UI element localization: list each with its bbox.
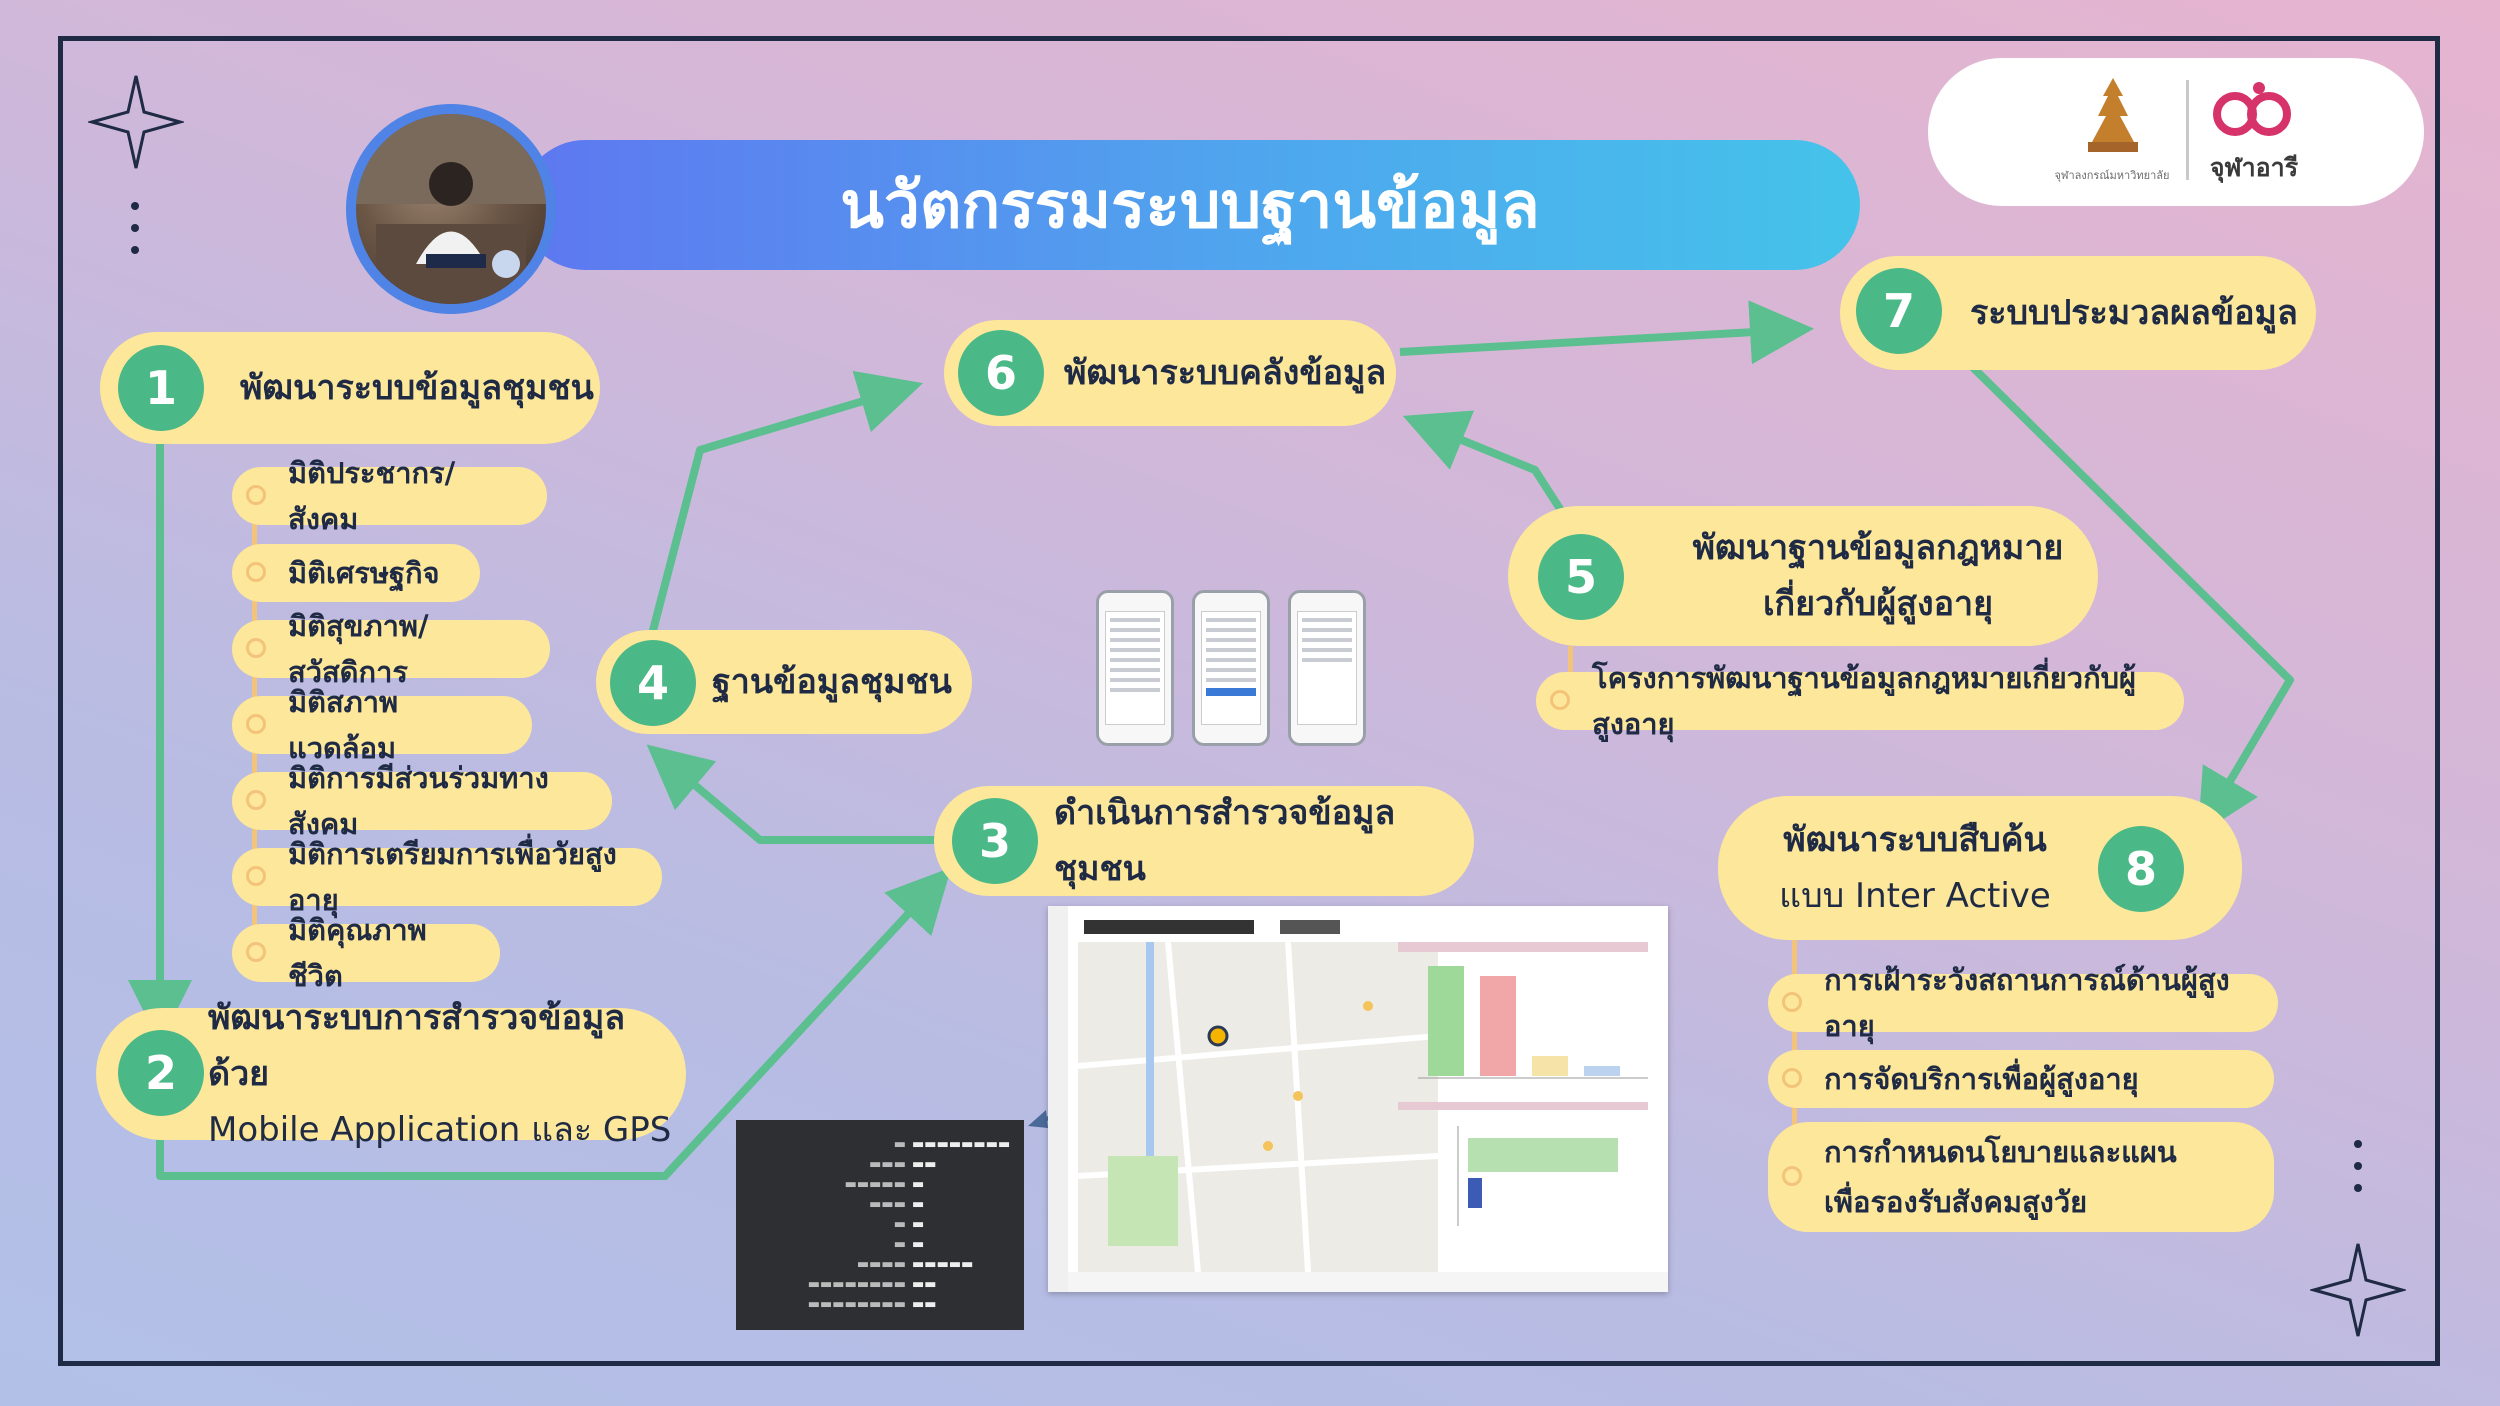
step-8-label-line2: แบบ Inter Active [1779,876,2051,916]
dashboard-screenshot [1048,906,1668,1292]
step-6-label: พัฒนาระบบคลังข้อมูล [1064,353,1387,393]
dimension-label: มิติประชากร/สังคม [288,456,456,536]
logo-divider [2186,80,2189,180]
dimension-label: มิติสุขภาพ/สวัสดิการ [288,609,429,689]
arrow-4-to-6 [646,370,923,644]
step-6-number: 6 [958,330,1044,416]
law-project-item: โครงการพัฒนาฐานข้อมูลกฎหมายเกี่ยวกับผู้ส… [1536,661,2184,741]
university-emblem-icon [2088,78,2138,152]
bullet-icon [246,942,266,962]
step-7-number: 7 [1856,268,1942,354]
logo-box: จุฬาลงกรณ์มหาวิทยาลัย จุฬาอารี [1928,58,2424,206]
use-label: การจัดบริการเพื่อผู้สูงอายุ [1824,1062,2139,1096]
phone-screenshot [1288,590,1366,746]
arrow-3-to-4 [646,744,935,844]
arrow-7-to-8 [1937,332,2294,836]
phone-screenshot [1192,590,1270,746]
step-1-label: พัฒนาระบบข้อมูลชุมชน [240,368,594,408]
dimension-item: มิติสุขภาพ/สวัสดิการ [232,609,550,689]
step-5-number: 5 [1538,534,1624,620]
use-label: การเฝ้าระวังสถานการณ์ด้านผู้สูงอายุ [1824,963,2230,1043]
dimension-label: มิติสภาพแวดล้อม [288,685,399,765]
use-item: การกำหนดนโยบายและแผน เพื่อรองรับสังคมสูง… [1768,1122,2274,1232]
bullet-icon [246,714,266,734]
bullet-icon [246,562,266,582]
step-8-label-line1: พัฒนาระบบสืบค้น [1783,820,2047,860]
dimension-item: มิติสภาพแวดล้อม [232,685,532,765]
bullet-icon [246,485,266,505]
bullet-icon [246,790,266,810]
dimension-label: มิติเศรษฐกิจ [288,556,440,590]
step-5-label-line1: พัฒนาฐานข้อมูลกฎหมาย [1692,528,2064,568]
dimension-label: มิติการเตรียมการเพื่อวัยสูงอายุ [288,837,617,917]
step-1-number: 1 [118,345,204,431]
map-popup-screenshot: ▬▬▬▬▬▬▬▬▬ ▬▬▬▬▬ ▬▬▬▬▬▬ ▬▬▬▬ ▬▬ ▬▬ ▬▬▬▬▬▬… [736,1120,1024,1330]
use-label-line2: เพื่อรองรับสังคมสูงวัย [1824,1185,2088,1219]
step-7-label: ระบบประมวลผลข้อมูล [1970,293,2298,333]
page-title: นวัตกรรมระบบฐานข้อมูล [520,140,1860,270]
bullet-icon [1782,992,1802,1012]
brand-logo-icon [2213,82,2291,136]
phone-screenshot [1096,590,1174,746]
step-2-number: 2 [118,1030,204,1116]
bullet-icon [246,638,266,658]
dots-bottom-right [2354,1140,2362,1192]
community-photo [346,104,556,314]
dimension-label: มิติการมีส่วนร่วมทางสังคม [288,761,549,841]
step-8-number: 8 [2098,826,2184,912]
brand-name: จุฬาอารี [2209,153,2299,182]
slide-frame [58,36,2440,1366]
bullet-icon [1782,1166,1802,1186]
step-5-label-line2: เกี่ยวกับผู้สูงอายุ [1762,584,1994,624]
dimension-item: มิติการมีส่วนร่วมทางสังคม [232,761,612,841]
dimension-item: มิติประชากร/สังคม [232,456,547,536]
step-3-label: ดำเนินการสำรวจข้อมูลชุมชน [1054,793,1396,889]
dots-top-left [131,202,139,254]
use-item: การเฝ้าระวังสถานการณ์ด้านผู้สูงอายุ [1768,963,2278,1043]
bullet-icon [246,866,266,886]
dimension-item: มิติการเตรียมการเพื่อวัยสูงอายุ [232,837,662,917]
university-name: จุฬาลงกรณ์มหาวิทยาลัย [2054,169,2170,182]
use-item: การจัดบริการเพื่อผู้สูงอายุ [1768,1050,2274,1108]
step-4-label: ฐานข้อมูลชุมชน [712,662,952,702]
bullet-icon [1550,690,1570,710]
arrow-6-to-7 [1399,300,1814,365]
star-icon-top-left [88,75,184,169]
step-3-number: 3 [952,798,1038,884]
step-4-number: 4 [610,640,696,726]
star-icon-bottom-right [2310,1243,2406,1337]
bullet-icon [1782,1068,1802,1088]
step-2-label-line1: พัฒนาระบบการสำรวจข้อมูลด้วย [208,998,626,1094]
dimension-item: มิติคุณภาพชีวิต [232,913,500,993]
step-2-label-line2: Mobile Application และ GPS [208,1110,672,1150]
dimension-label: มิติคุณภาพชีวิต [288,913,427,993]
dimension-item: มิติเศรษฐกิจ [232,544,480,602]
law-project-label: โครงการพัฒนาฐานข้อมูลกฎหมายเกี่ยวกับผู้ส… [1592,661,2137,741]
use-label-line1: การกำหนดนโยบายและแผน [1824,1135,2177,1169]
